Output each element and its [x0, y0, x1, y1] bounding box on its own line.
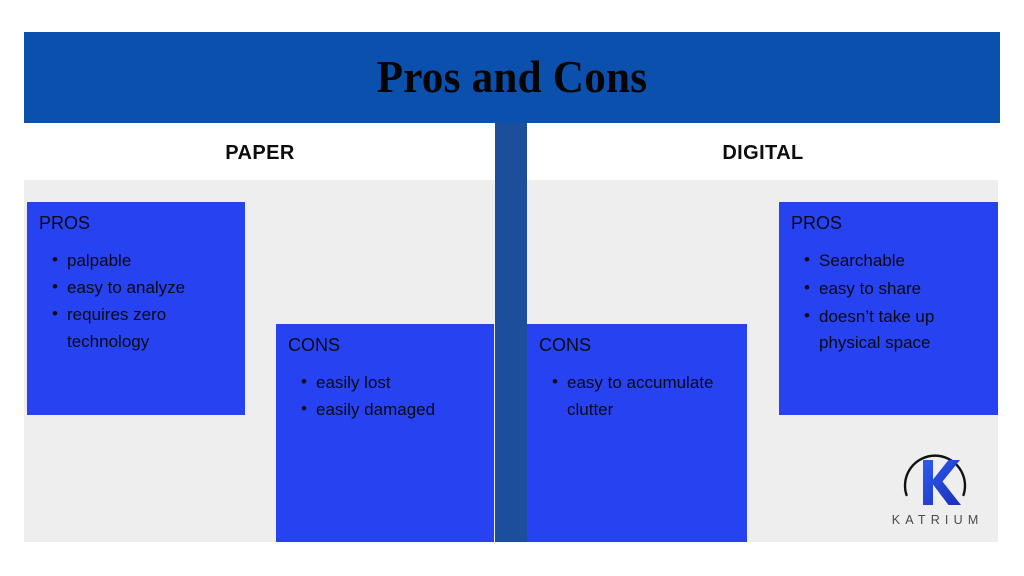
header-banner: Pros and Cons: [24, 32, 1000, 123]
katrium-wordmark: KATRIUM: [891, 513, 984, 527]
list-item: easily damaged: [301, 396, 484, 423]
list-item: palpable: [52, 247, 235, 274]
card-digital-cons: CONS easy to accumulate clutter: [527, 324, 747, 542]
card-title: PROS: [39, 213, 91, 233]
list-item: easily lost: [301, 369, 484, 396]
list-item: doesn’t take up physical space: [804, 303, 988, 358]
page-title: Pros and Cons: [376, 52, 648, 102]
list-item: requires zero technology: [52, 301, 235, 355]
card-bullet-list: Searchable easy to share doesn’t take up…: [789, 247, 988, 358]
card-digital-pros: PROS Searchable easy to share doesn’t ta…: [779, 202, 998, 415]
katrium-logo: KATRIUM: [876, 443, 994, 535]
column-label-digital: DIGITAL: [722, 141, 804, 164]
card-title: CONS: [539, 335, 592, 355]
card-title: CONS: [288, 335, 341, 355]
katrium-k-icon: [897, 443, 973, 513]
card-bullet-list: palpable easy to analyze requires zero t…: [37, 247, 235, 355]
card-title: PROS: [791, 213, 843, 233]
card-bullet-list: easy to accumulate clutter: [537, 369, 737, 424]
list-item: Searchable: [804, 247, 988, 275]
list-item: easy to share: [804, 275, 988, 303]
card-paper-cons: CONS easily lost easily damaged: [276, 324, 494, 542]
column-label-paper: PAPER: [225, 141, 295, 164]
list-item: easy to analyze: [52, 274, 235, 301]
card-bullet-list: easily lost easily damaged: [286, 369, 484, 424]
center-divider: [495, 123, 527, 542]
list-item: easy to accumulate clutter: [552, 369, 737, 424]
card-paper-pros: PROS palpable easy to analyze requires z…: [27, 202, 245, 415]
